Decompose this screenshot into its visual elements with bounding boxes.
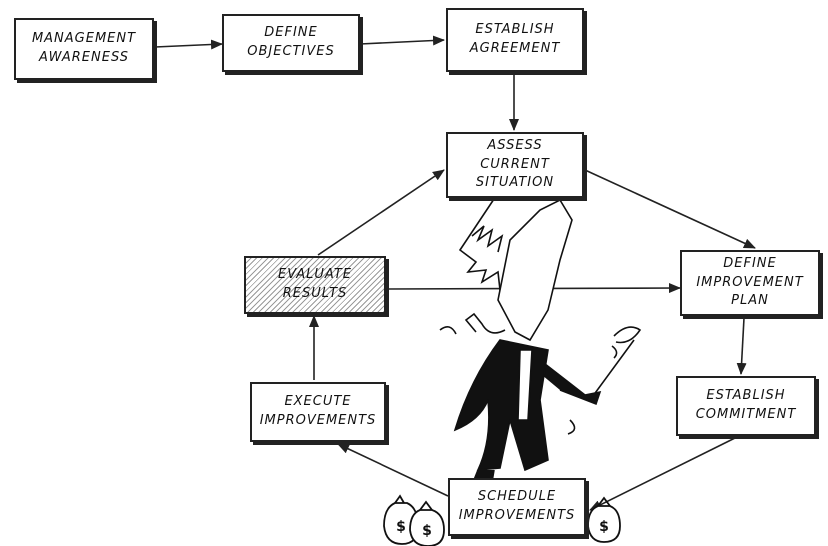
node-label: DEFINE OBJECTIVES [247, 25, 335, 59]
money-bags-left [383, 494, 445, 546]
money-bag-right [587, 496, 621, 543]
arrow-awareness-to-objectives [154, 39, 223, 50]
node-define-improvement-plan: DEFINE IMPROVEMENT PLAN [680, 250, 820, 316]
node-evaluate-results: EVALUATE RESULTS [244, 256, 386, 314]
dollar-sign-bag-3: $ [599, 519, 609, 535]
arrow-assess-to-plan [584, 169, 756, 249]
node-label: SCHEDULE IMPROVEMENTS [458, 489, 576, 523]
node-label: DEFINE IMPROVEMENT PLAN [696, 255, 804, 309]
node-label: MANAGEMENT AWARENESS [31, 31, 137, 65]
node-schedule-improvements: SCHEDULE IMPROVEMENTS [448, 478, 586, 536]
arrow-plan-to-commitment [736, 317, 747, 375]
arrow-objectives-to-agreement [359, 35, 445, 46]
node-establish-agreement: ESTABLISH AGREEMENT [446, 8, 584, 72]
node-label: ESTABLISH AGREEMENT [469, 22, 561, 56]
node-define-objectives: DEFINE OBJECTIVES [222, 14, 360, 72]
node-label: EVALUATE RESULTS [278, 267, 352, 301]
arrow-commitment-to-schedule [589, 437, 736, 511]
node-management-awareness: MANAGEMENT AWARENESS [14, 18, 154, 80]
dollar-sign-bag-1: $ [396, 519, 406, 535]
arrow-evaluate-to-assess [317, 169, 445, 256]
node-label: ESTABLISH COMMITMENT [695, 388, 797, 422]
node-establish-commitment: ESTABLISH COMMITMENT [676, 376, 816, 436]
conductor-illustration [439, 189, 642, 483]
arrow-schedule-to-execute [337, 443, 449, 497]
node-label: ASSESS CURRENT SITUATION [475, 137, 555, 191]
dollar-sign-bag-2: $ [422, 523, 432, 539]
node-assess-current-situation: ASSESS CURRENT SITUATION [446, 132, 584, 198]
node-label: EXECUTE IMPROVEMENTS [259, 394, 377, 428]
node-execute-improvements: EXECUTE IMPROVEMENTS [250, 382, 386, 442]
